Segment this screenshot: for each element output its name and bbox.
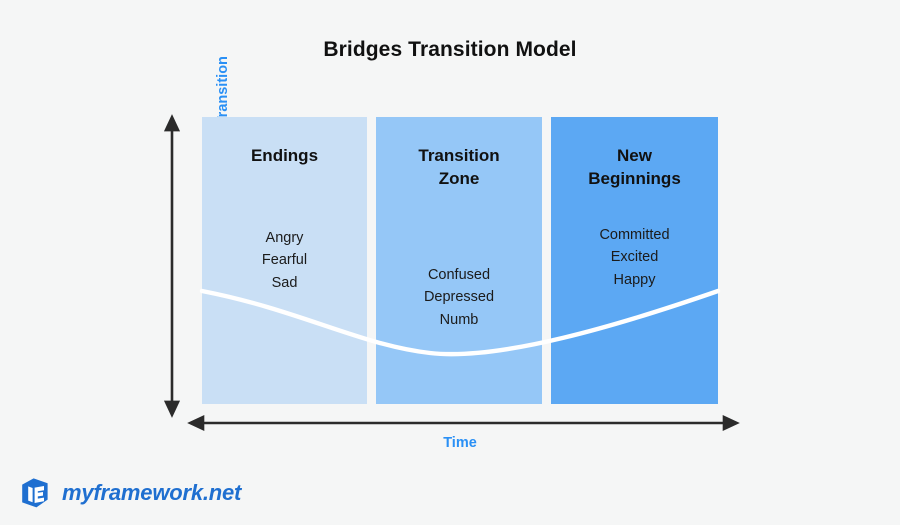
emotion-item: Happy xyxy=(613,271,656,288)
stage-heading-line-2: Zone xyxy=(438,168,480,188)
emotion-item: Depressed xyxy=(423,289,495,306)
cube-logo-icon xyxy=(22,478,48,508)
stage-heading-line-1: Endings xyxy=(250,146,319,165)
emotion-item: Sad xyxy=(271,274,298,291)
x-axis-label: Time xyxy=(443,435,477,451)
emotion-item: Excited xyxy=(610,249,659,266)
stage-emotions: Committed Excited Happy xyxy=(551,224,718,291)
emotion-item: Numb xyxy=(439,311,479,328)
stage-heading-line-2: Beginnings xyxy=(588,168,681,188)
stage-panel-new-beginnings[interactable]: New Beginnings Committed Excited Happy xyxy=(551,117,718,404)
stage-emotions: Confused Depressed Numb xyxy=(376,264,542,331)
emotion-item: Angry xyxy=(265,230,304,246)
stage-emotions: Angry Fearful Sad xyxy=(202,227,367,294)
page-title: Bridges Transition Model xyxy=(323,38,577,61)
stage-heading-line-1: New xyxy=(617,146,652,165)
stage-heading: Transition Zone xyxy=(376,145,542,191)
footer-branding[interactable]: myframework.net xyxy=(18,476,241,510)
stage-heading-line-1: Transition xyxy=(418,146,500,165)
stage-panel-endings[interactable]: Endings Angry Fearful Sad xyxy=(202,117,367,404)
emotion-item: Confused xyxy=(427,267,491,283)
stage-heading: Endings xyxy=(202,145,367,168)
emotion-item: Committed xyxy=(599,227,670,243)
stage-panel-transition-zone[interactable]: Transition Zone Confused Depressed Numb xyxy=(376,117,542,404)
footer-wordmark: myframework.net xyxy=(62,480,242,505)
stage-heading: New Beginnings xyxy=(551,145,718,191)
emotion-item: Fearful xyxy=(261,252,308,269)
